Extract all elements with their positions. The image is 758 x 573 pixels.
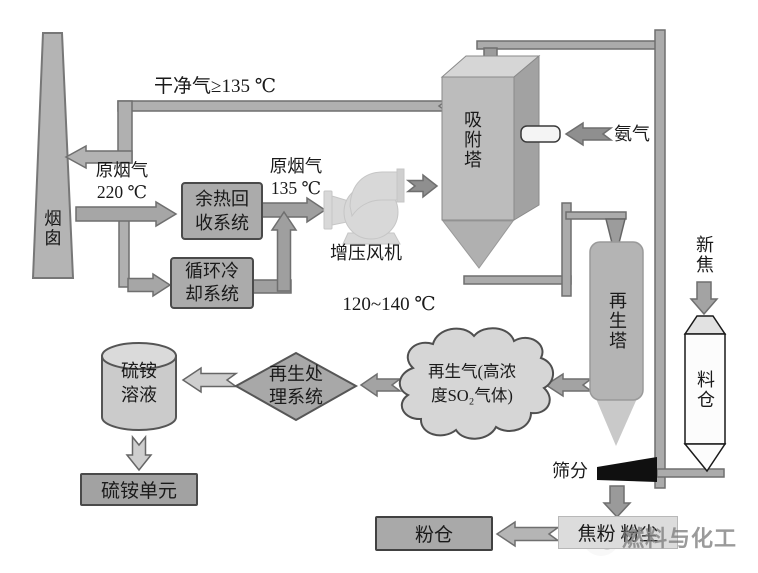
adsorption-tower-front-face [441,76,515,221]
raw-flue-gas-in-label: 原烟气 220 ℃ [95,160,149,202]
screening-wedge [597,457,657,482]
solution-down-arrow [125,434,153,472]
regen-system-diamond-shape [233,351,359,422]
coke-silo-label: 料仓 [695,370,715,410]
heat-recovery-box: 余热回 收系统 [181,182,263,240]
chimney-shape [31,32,75,279]
watermark-text: 燃料与化工 [622,526,738,551]
new-coke-arrow [689,281,719,316]
ammonia-arrow [564,121,614,147]
solution-cylinder-body [101,355,177,431]
fan-outlet-arrow [405,173,439,199]
chimney-label: 烟囱 [42,208,63,248]
regen-gas-cloud-label: 再生气(高浓 度SO₂气体) [428,362,516,405]
top-bar-pipe [476,40,659,50]
clean-gas-label: 干净气≥135 ℃ [154,75,276,97]
screening-label: 筛分 [552,461,588,481]
bottom-bar-pipe [656,468,725,478]
clean-gas-arrow [64,144,133,170]
regen-to-cloud-arrow [544,372,594,398]
transfer-bar-c [565,211,627,220]
adsorption-tower-cone [441,220,514,269]
clean-gas-pipe-horizontal [117,100,449,112]
system-to-solution-arrow [181,366,239,394]
heat-to-fan-arrow [261,196,327,224]
ammonium-solution-label: 硫铵 溶液 [121,361,157,405]
regen-funnel [605,218,626,244]
booster-fan-shape [323,168,405,245]
coke-silo-bottom [683,443,727,473]
cooling-up-arrow [270,210,298,292]
screening-down-arrow [602,485,632,519]
branch-pipe [118,219,130,288]
ammonia-label: 氨气 [614,124,650,144]
raw-flue-gas-out-label: 原烟气 135 ℃ [269,156,323,198]
regen-tower-body [589,241,644,401]
ammonia-inlet-stub [520,125,561,143]
regen-tower-cone [594,394,639,446]
coke-silo-body [684,333,726,445]
cooling-system-box: 循环冷 却系统 [170,257,254,309]
solution-cylinder-top [101,342,177,370]
branch-arrow [127,272,172,298]
adsorption-tower-label: 吸附塔 [462,110,482,170]
temp-range-label: 120~140 ℃ [342,293,436,315]
right-vertical-pipe [654,29,666,489]
coke-silo-top [683,315,727,335]
transfer-bar-a [463,275,572,285]
coke-to-powder-silo-arrow [495,520,561,548]
powder-silo-box: 粉仓 [375,516,493,551]
booster-fan-label: 增压风机 [330,243,402,263]
regen-system-label: 再生处 理系统 [269,364,323,407]
new-coke-label: 新焦 [694,235,714,275]
regen-gas-cloud-shape [398,327,554,440]
regen-tower-label: 再生塔 [607,291,627,351]
ammonium-unit-box: 硫铵单元 [80,473,198,506]
raw-gas-arrow [75,200,178,228]
transfer-bar-b [561,202,572,297]
cloud-to-system-arrow [359,372,403,398]
coke-dust-box: 焦粉 粉尘 [558,516,678,549]
